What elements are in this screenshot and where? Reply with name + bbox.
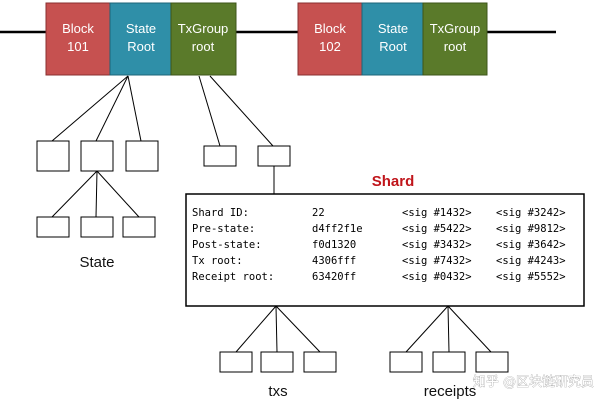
tree-edge — [51, 75, 129, 142]
tree-node — [80, 216, 114, 238]
tree-node — [219, 351, 253, 373]
state-root-sublabel: Root — [127, 39, 155, 54]
block-label: Block — [314, 21, 346, 36]
block-group-102: Block 102 State Root TxGroup root — [297, 2, 488, 76]
tree-node — [303, 351, 337, 373]
tree-node — [203, 145, 237, 167]
shard-signature: <sig #9812> — [496, 223, 566, 235]
state-tree — [36, 75, 159, 238]
tree-node — [260, 351, 294, 373]
txgroup-root-label: TxGroup — [178, 21, 229, 36]
txgroup-root-sublabel: root — [192, 39, 215, 54]
tree-node — [36, 216, 70, 238]
shard-field-label: Post-state: — [192, 239, 262, 251]
shard-field-label: Shard ID: — [192, 207, 249, 219]
shard-field-value: d4ff2f1e — [312, 223, 363, 235]
shard-field-value: f0d1320 — [312, 239, 356, 251]
state-root-cell — [109, 2, 172, 76]
txgroup-root-cell — [170, 2, 237, 76]
shard-field-label: Tx root: — [192, 255, 243, 267]
txs-label: txs — [268, 383, 287, 400]
tree-node — [80, 140, 114, 172]
tree-edge — [95, 170, 98, 218]
shard-field-label: Pre-state: — [192, 223, 255, 235]
shard-title: Shard — [372, 173, 415, 190]
shard-signature: <sig #7432> — [402, 255, 472, 267]
shard-signature: <sig #3642> — [496, 239, 566, 251]
tree-edge — [51, 170, 98, 218]
shard-signature: <sig #4243> — [496, 255, 566, 267]
shard-field-value: 4306fff — [312, 255, 356, 267]
tree-node — [125, 140, 159, 172]
shard-signature: <sig #5552> — [496, 271, 566, 283]
txgroup-tree — [198, 75, 291, 194]
tree-edge — [235, 305, 277, 353]
shard-field-label: Receipt root: — [192, 271, 274, 283]
tree-edge — [96, 170, 140, 218]
txgroup-root-cell — [422, 2, 488, 76]
txgroup-root-label: TxGroup — [430, 21, 481, 36]
shard-signature: <sig #3432> — [402, 239, 472, 251]
tree-node — [389, 351, 423, 373]
block-label: Block — [62, 21, 94, 36]
tree-edge — [405, 305, 449, 353]
receipts-label: receipts — [424, 383, 477, 400]
shard-signature: <sig #5422> — [402, 223, 472, 235]
tree-node — [475, 351, 509, 373]
tree-edge — [275, 305, 278, 353]
shard-field-value: 63420ff — [312, 271, 356, 283]
tree-edge — [127, 75, 142, 142]
tree-node — [36, 140, 70, 172]
tree-edge — [447, 305, 492, 353]
txs-tree — [219, 305, 337, 373]
shard-box — [185, 193, 585, 307]
block-group-101: Block 101 State Root TxGroup root — [45, 2, 237, 76]
tree-edge — [447, 305, 450, 353]
state-tree-label: State — [79, 254, 114, 271]
receipts-tree — [389, 305, 509, 373]
state-root-label: State — [126, 21, 156, 36]
tree-node — [432, 351, 466, 373]
tree-edge — [198, 75, 221, 147]
tree-edge — [275, 305, 321, 353]
state-root-sublabel: Root — [379, 39, 407, 54]
block-number: 101 — [67, 39, 89, 54]
watermark: 知乎 @区块链研究员 — [473, 374, 594, 390]
shard-signature: <sig #0432> — [402, 271, 472, 283]
shard-field-value: 22 — [312, 207, 325, 219]
shard-table: Shard ID: 22 <sig #1432> <sig #3242> Pre-sta… — [192, 207, 566, 283]
txgroup-root-sublabel: root — [444, 39, 467, 54]
shard-signature: <sig #1432> — [402, 207, 472, 219]
tree-node — [122, 216, 156, 238]
shard-signature: <sig #3242> — [496, 207, 566, 219]
tree-edge — [209, 75, 274, 147]
tree-node — [257, 145, 291, 167]
block-number: 102 — [319, 39, 341, 54]
tree-edge — [95, 75, 129, 142]
state-root-label: State — [378, 21, 408, 36]
